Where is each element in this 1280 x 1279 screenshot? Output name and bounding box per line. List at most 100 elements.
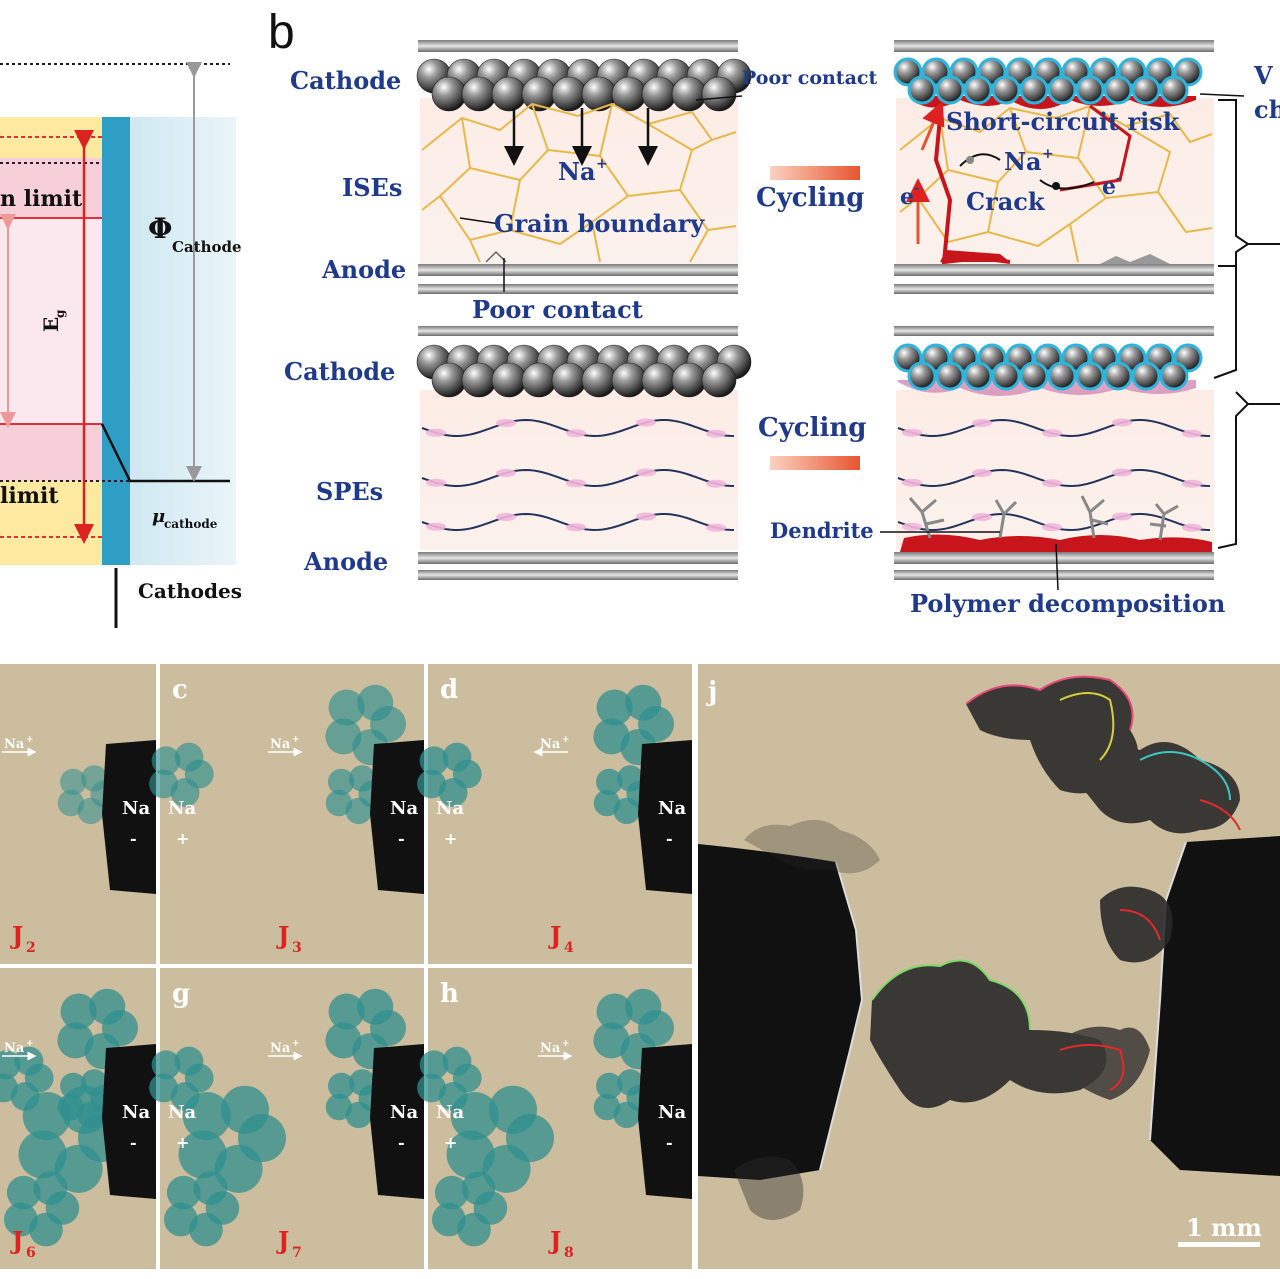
cathode-particle (935, 361, 965, 391)
ise-top-plate (418, 40, 738, 52)
dendrite-blob (345, 1101, 372, 1129)
cathode-particle (1103, 75, 1133, 105)
dendrite-blob (617, 765, 644, 792)
dendrite-blob (593, 789, 621, 817)
na-ion-charge: + (26, 1039, 34, 1049)
dendrite-blob (193, 1171, 228, 1206)
spe-cathode-label: Cathode (284, 357, 395, 386)
dendrite-blob (189, 1212, 223, 1247)
dendrite-blob (417, 769, 446, 799)
na-ion-bead (566, 523, 586, 532)
spe-cycled-cell: Dendrite Polymer decomposition (770, 326, 1225, 618)
dendrite-blob (357, 684, 394, 721)
current-density-sub: 2 (26, 940, 36, 956)
phi-sub: Cathode (172, 238, 242, 256)
spe-cycled-cathode-spheres (893, 343, 1203, 391)
crack-electron-dot (1052, 182, 1060, 190)
dendrite-blob (166, 1175, 201, 1210)
eg-sub: g (53, 309, 67, 318)
poor-contact-top-label: Poor contact (742, 67, 877, 89)
cathode-particle (701, 362, 737, 398)
na-ion-bead (426, 428, 446, 437)
dendrite-blob (596, 1072, 623, 1100)
na-ion-bead (1042, 479, 1062, 488)
anode-red-deposit (940, 250, 1010, 262)
cathode-particle (521, 362, 557, 398)
dendrite-blob (220, 1085, 269, 1134)
na-ion-bead (1042, 429, 1062, 438)
spe-cell (416, 326, 752, 580)
spe-cycled-body (896, 390, 1214, 550)
lower-limit-band (0, 424, 102, 481)
dendrite-blob (417, 1073, 446, 1103)
dendrite-blob (613, 797, 640, 825)
spe-cycling-arrow (770, 456, 860, 470)
dendrite-blob (60, 1072, 87, 1100)
dendrite-blob (77, 1101, 104, 1129)
dendrite-blob (325, 1093, 353, 1121)
ise-anode-plate-2 (418, 284, 738, 294)
panel-j-outlines (871, 675, 1241, 1091)
cathode-particle (935, 75, 965, 105)
eg-label-group: E g (39, 309, 67, 332)
na-ion-label: Na (540, 737, 561, 752)
dendrite-blob (0, 1073, 18, 1103)
panel-j-na-left-edge (819, 861, 864, 1171)
spe-body (420, 390, 738, 550)
cathode-particle (1047, 361, 1077, 391)
na-positive-sign: + (176, 1133, 189, 1152)
dendrite-blob (57, 1022, 94, 1059)
na-ion-bead (496, 512, 516, 521)
na-metal-label: Na (122, 1102, 150, 1123)
cathode-particle (907, 75, 937, 105)
cathode-particle (431, 362, 467, 398)
cathode-particle (581, 362, 617, 398)
electron-right-charge: - (1116, 171, 1121, 186)
dendrite-blob (178, 1130, 227, 1179)
dendrite-blob (57, 1093, 85, 1121)
na-ion-bead (706, 429, 726, 438)
dendrite-blob (450, 1091, 499, 1140)
cathode-particle (1075, 361, 1105, 391)
na-ion-charge: + (562, 735, 570, 745)
right-cut-leader (1199, 93, 1245, 97)
na-ion-bead (902, 428, 922, 437)
dendrite-blob (328, 689, 365, 726)
dendrite-blob (325, 718, 362, 755)
dendrite-blob (438, 778, 468, 807)
na-ion-bead (972, 512, 992, 521)
dendrite-blob (442, 1046, 472, 1076)
dendrite-blob (596, 768, 623, 796)
ise-cycled-grain-boundaries (899, 104, 1213, 263)
poor-contact-top-leader (695, 95, 743, 101)
na-ion-bead (636, 512, 656, 521)
na-ion-charge: + (292, 735, 300, 745)
dendrite-label: Dendrite (770, 518, 874, 543)
cathode-particle (1131, 361, 1161, 391)
dendrite-blob (174, 742, 204, 772)
cathode-particle (641, 362, 677, 398)
spe-cycled-anode-plate-2 (894, 570, 1214, 580)
na-negative-sign: - (398, 829, 405, 848)
dendrite-blob (596, 689, 633, 726)
panel-j-na-right (1150, 836, 1280, 1176)
scale-bar-label: 1 mm (1186, 1213, 1262, 1242)
ise-cycled-anode-plate-1 (894, 264, 1214, 276)
na-ion-bead (1182, 523, 1202, 532)
crack-particle (966, 156, 974, 164)
na-ion-bead (426, 522, 446, 531)
current-density-sub: 4 (564, 940, 574, 956)
spe-cycling-label: Cycling (758, 413, 866, 443)
ise-na-ion-label: Na (558, 157, 596, 186)
dendrite-blob (593, 1022, 630, 1059)
na-electrode-negative (370, 740, 424, 894)
cathode-particle (1047, 75, 1077, 105)
dendrite-blob (214, 1144, 263, 1193)
dendrite-blob (482, 1144, 531, 1193)
cathode-particle (491, 76, 527, 112)
current-density-label: J (548, 921, 561, 950)
